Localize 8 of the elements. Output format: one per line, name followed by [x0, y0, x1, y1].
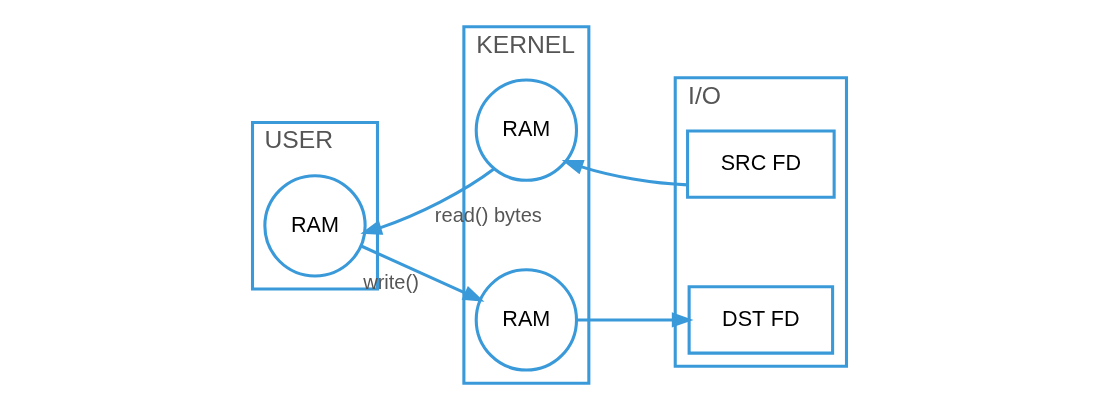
arrow	[561, 159, 688, 187]
arrow	[360, 167, 496, 235]
arrow	[577, 312, 694, 328]
node-circle: RAM	[263, 174, 367, 278]
node-circle: RAM	[474, 78, 579, 182]
node-box: SRC FD	[686, 129, 836, 199]
node-box: DST FD	[687, 285, 835, 355]
node-circle: RAM	[474, 268, 579, 372]
